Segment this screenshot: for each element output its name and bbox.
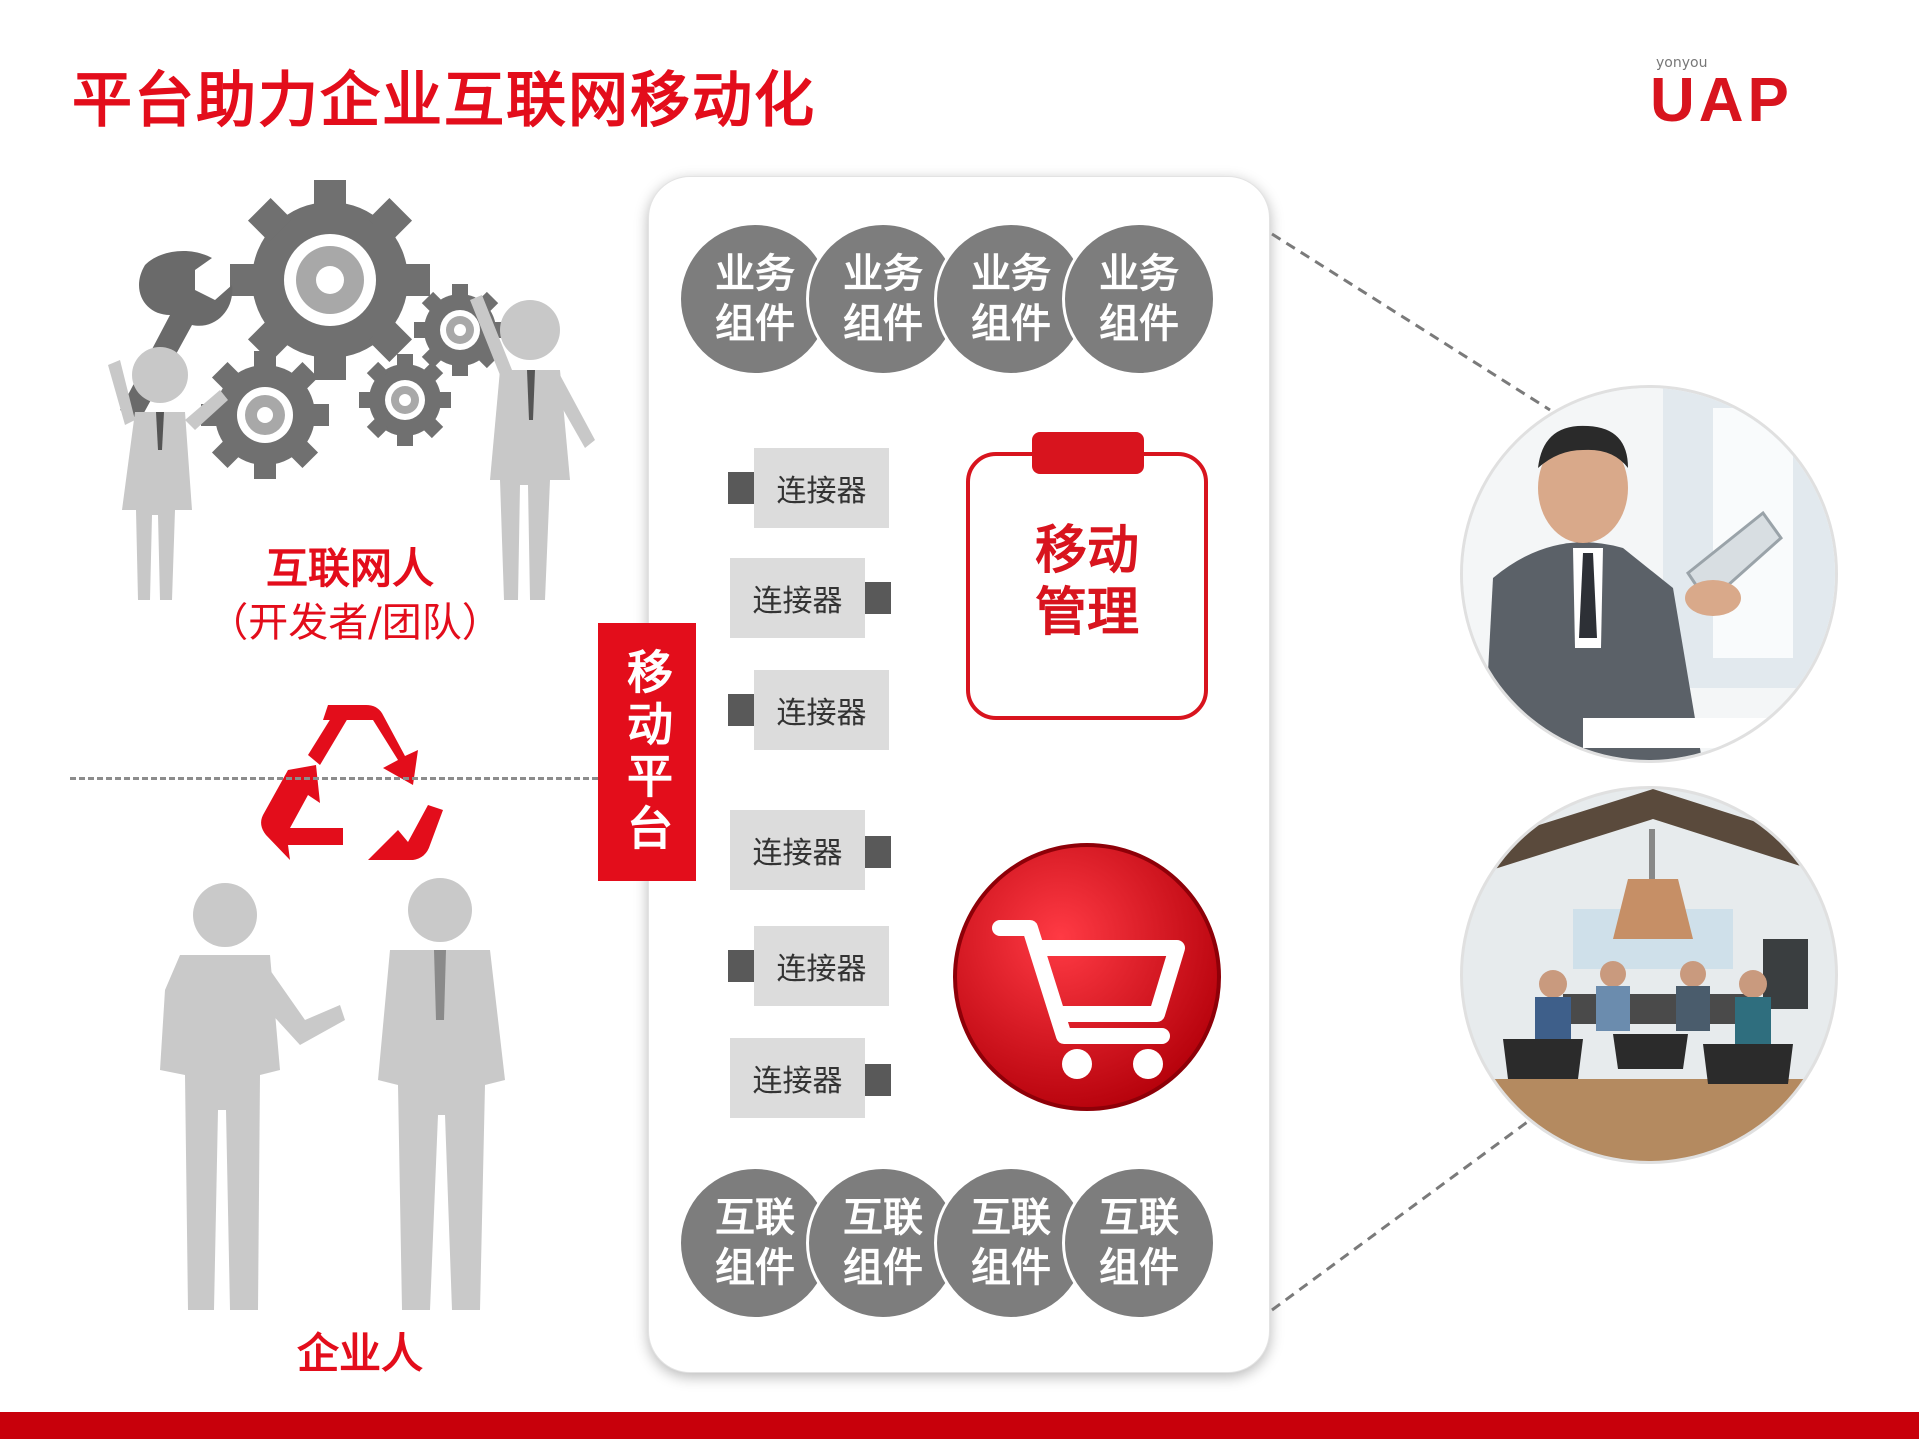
internet-component: 互联 组件 [1062,1166,1216,1320]
connector-tab [728,472,754,504]
businessman-illustration [1463,388,1835,760]
internet-person-sublabel: （开发者/团队） [208,600,502,646]
enterprise-persons-illustration [160,878,505,1310]
mobile-management-line1: 移动 [1034,521,1139,581]
connector: 连接器 [730,810,865,890]
internet-component: 互联 组件 [678,1166,832,1320]
photo-connector-lines [1271,232,1551,1312]
connector: 连接器 [754,448,889,528]
connector: 连接器 [754,670,889,750]
business-component: 业务 组件 [1062,222,1216,376]
meeting-illustration [1463,789,1835,1161]
businessman-photo [1460,385,1838,763]
component-line2: 组件 [971,1245,1051,1291]
component-line2: 组件 [971,301,1051,347]
component-line1: 互联 [715,1195,795,1241]
component-line2: 组件 [843,1245,923,1291]
gears-icon [201,180,506,479]
component-line1: 业务 [1099,251,1179,297]
component-line1: 互联 [1099,1195,1179,1241]
logo-small-text: yonyou [1656,55,1708,71]
component-line1: 业务 [971,251,1051,297]
connector-tab [865,836,891,868]
component-line2: 组件 [1099,301,1179,347]
component-line2: 组件 [715,1245,795,1291]
recycle-icon [261,705,443,860]
enterprise-person-label: 企业人 [296,1329,423,1378]
internet-person-label: 互联网人 [265,544,434,593]
bottom-accent-bar [0,1412,1919,1439]
developer-right-figure [470,295,595,600]
connector: 连接器 [730,558,865,638]
component-line1: 互联 [843,1195,923,1241]
shopping-cart-icon [953,843,1221,1111]
connector: 连接器 [730,1038,865,1118]
mobile-management-line2: 管理 [1034,583,1139,643]
mobile-platform-label: 移动平台 [598,623,696,881]
developer-left-figure [108,347,228,600]
connector-tab [728,694,754,726]
mobile-management-label: 移动 管理 [966,520,1208,644]
component-line2: 组件 [843,301,923,347]
component-line1: 业务 [715,251,795,297]
uap-logo: yonyou UAP [1650,55,1850,135]
enterprise-person-left-figure [160,883,345,1310]
clipboard-icon [1032,432,1144,474]
component-line1: 互联 [971,1195,1051,1241]
meeting-photo [1460,786,1838,1164]
page-title: 平台助力企业互联网移动化 [72,66,816,136]
component-line2: 组件 [1099,1245,1179,1291]
connector-tab [728,950,754,982]
connector: 连接器 [754,926,889,1006]
connector-tab [865,1064,891,1096]
component-line2: 组件 [715,301,795,347]
developers-gears-illustration [108,180,595,600]
connector-tab [865,582,891,614]
internet-component: 互联 组件 [806,1166,960,1320]
logo-big-text: UAP [1650,66,1793,135]
internet-component: 互联 组件 [934,1166,1088,1320]
component-line1: 业务 [843,251,923,297]
enterprise-person-right-figure [378,878,505,1310]
